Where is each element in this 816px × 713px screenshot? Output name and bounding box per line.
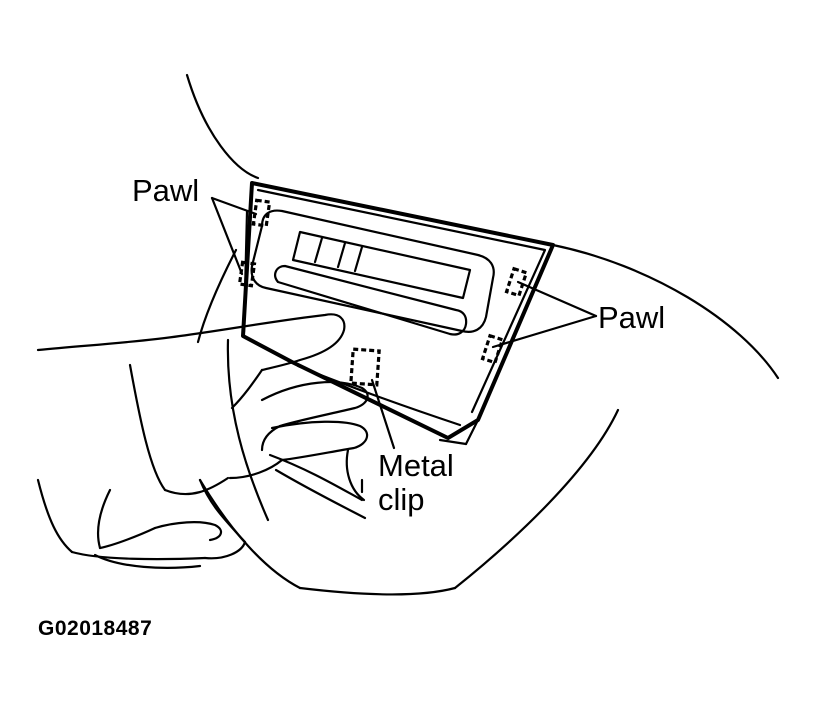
dashboard-contours	[36, 73, 780, 596]
hand	[36, 313, 369, 569]
pawl-label-right: Pawl	[598, 300, 666, 335]
pawl-label-left: Pawl	[132, 173, 200, 208]
metal-clip-label-line1: Metal	[378, 448, 454, 483]
metal-clip-label: Metal clip	[378, 449, 454, 517]
figure-id: G02018487	[38, 617, 153, 640]
metal-clip-label-line2: clip	[378, 482, 425, 517]
leader-lines	[210, 196, 598, 450]
display-panel	[250, 209, 495, 336]
